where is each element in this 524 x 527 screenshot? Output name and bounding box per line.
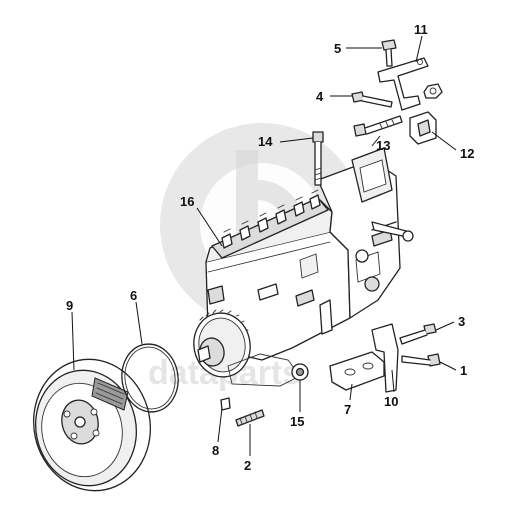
upper-bracket <box>377 57 429 111</box>
callout-9: 9 <box>66 298 73 313</box>
callout-10: 10 <box>384 394 398 409</box>
delivery-valves <box>221 189 321 249</box>
support-bracket <box>371 323 399 393</box>
stud-bolt <box>235 409 265 427</box>
spacer-collar <box>291 363 309 381</box>
injection-pump-body <box>193 147 414 387</box>
bolt-3 <box>399 323 437 345</box>
callout-3: 3 <box>458 314 465 329</box>
callout-2: 2 <box>244 458 251 473</box>
hex-nut-upper <box>423 83 443 99</box>
woodruff-key <box>220 397 231 411</box>
pulley <box>32 358 152 492</box>
callout-7: 7 <box>344 402 351 417</box>
leader-lines <box>71 35 457 456</box>
callout-16: 16 <box>180 194 194 209</box>
callout-12: 12 <box>460 146 474 161</box>
callout-1: 1 <box>460 363 467 378</box>
o-ring <box>121 343 179 413</box>
callout-6: 6 <box>130 288 137 303</box>
long-bolt <box>312 131 324 186</box>
callout-5: 5 <box>334 41 341 56</box>
callout-14: 14 <box>258 134 273 149</box>
callout-4: 4 <box>316 89 324 104</box>
callout-labels: 1 2 3 4 5 6 7 8 9 10 11 12 13 14 15 16 <box>66 22 474 473</box>
callout-13: 13 <box>376 138 390 153</box>
bolt-5 <box>381 39 397 67</box>
callout-15: 15 <box>290 414 304 429</box>
bolt-13 <box>353 115 403 137</box>
callout-8: 8 <box>212 443 219 458</box>
mounting-foot <box>329 351 385 391</box>
bolt-1 <box>401 353 441 367</box>
clamp-block <box>409 111 437 145</box>
callout-11: 11 <box>414 22 428 37</box>
bolt-4 <box>351 91 393 108</box>
